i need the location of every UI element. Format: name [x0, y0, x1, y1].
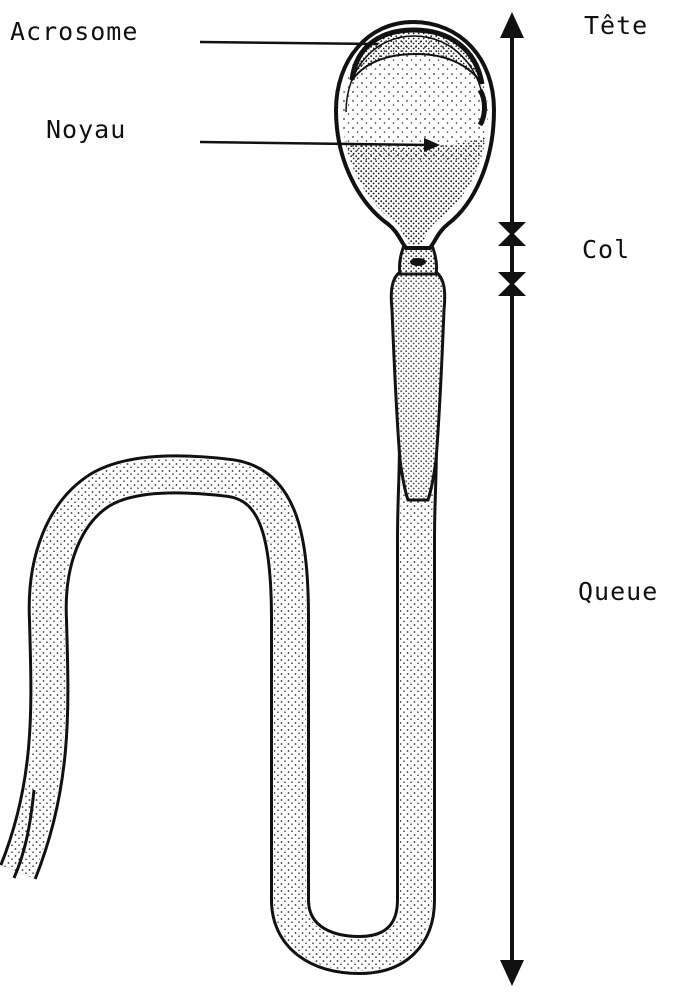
acrosome-label: Acrosome: [10, 17, 138, 46]
acrosome-pointer: [200, 42, 378, 44]
arrow-down-icon: [500, 960, 524, 986]
tete-label: Tête: [584, 11, 648, 40]
tail: [14, 300, 418, 955]
head: [330, 22, 500, 250]
arrow-up-icon: [498, 232, 526, 246]
arrow-up-icon: [500, 12, 524, 38]
arrow-up-icon: [498, 282, 526, 296]
midpiece: [391, 272, 444, 500]
queue-label: Queue: [578, 577, 658, 606]
col-label: Col: [582, 235, 630, 264]
scale-bar: [498, 12, 526, 986]
noyau-label: Noyau: [46, 115, 126, 144]
